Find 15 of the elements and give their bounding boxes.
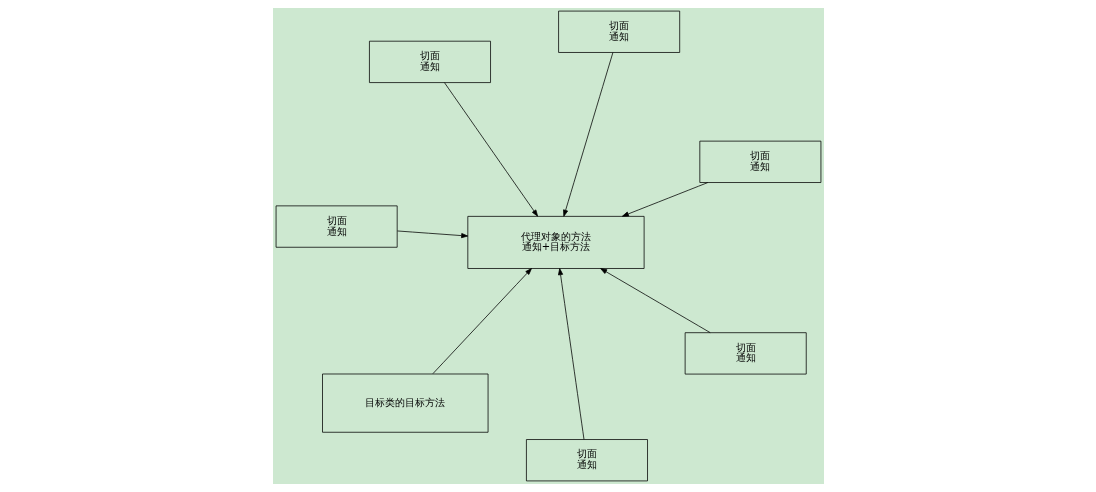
arrow [557, 268, 584, 440]
arrow [396, 230, 468, 239]
node-box: 切面 通知 [557, 10, 680, 53]
arrow [443, 82, 538, 217]
arrow [599, 268, 711, 334]
node-box: 切面 通知 [698, 140, 821, 183]
node-box: 代理对象的方法 通知+目标方法 [466, 216, 644, 269]
node-box: 切面 通知 [684, 332, 807, 375]
node-box: 目标类的目标方法 [321, 373, 488, 433]
node-box: 切面 通知 [525, 439, 648, 482]
arrow [562, 52, 613, 217]
node-box: 切面 通知 [368, 40, 491, 83]
node-box: 切面 通知 [275, 205, 398, 248]
arrow [432, 268, 532, 375]
arrow [621, 182, 708, 217]
